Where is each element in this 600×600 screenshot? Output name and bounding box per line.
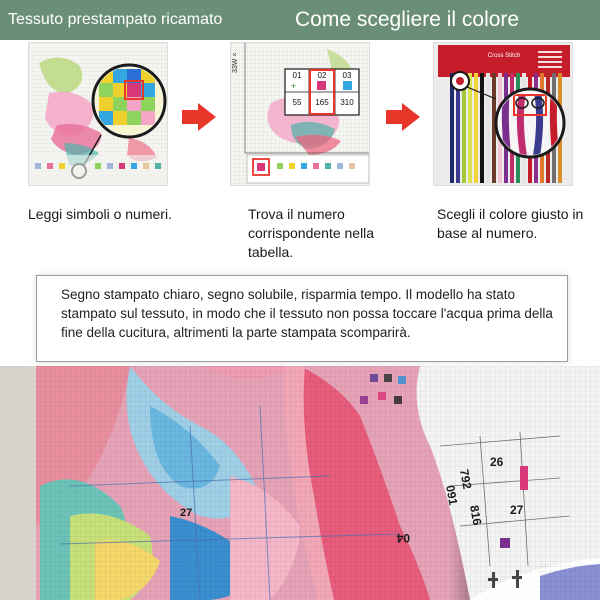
step-2-image: 33W × 01 02 03 + 55 165 310 (230, 42, 370, 186)
thread-card-illustration: Cross Stitch (434, 43, 572, 185)
photo-number: 091 (443, 484, 460, 506)
step-3-caption: Scegli il colore giusto in base al numer… (437, 206, 584, 241)
svg-text:+: + (291, 81, 296, 91)
fabric-closeup-photo: 27 26 792 816 27 04 091 (0, 366, 600, 600)
photo-number: 26 (490, 455, 504, 469)
svg-text:33W ×: 33W × (232, 53, 239, 73)
arrow-right-icon (182, 103, 216, 131)
photo-number: 27 (510, 503, 524, 517)
photo-number: 04 (396, 531, 410, 545)
svg-text:27: 27 (180, 507, 192, 519)
step-1-caption: Leggi simboli o numeri. (28, 206, 172, 222)
header-bar: Tessuto prestampato ricamato Come scegli… (0, 0, 600, 40)
table-number: 03 (343, 71, 352, 80)
symbol-table-illustration: 33W × 01 02 03 + 55 165 310 (231, 43, 369, 185)
notice-text: Segno stampato chiaro, segno solubile, r… (61, 287, 553, 340)
table-number: 165 (315, 98, 329, 107)
table-number: 02 (318, 71, 327, 80)
table-number: 55 (293, 98, 302, 107)
step-1-image (28, 42, 168, 186)
pattern-magnifier-illustration (29, 43, 167, 185)
thread-card-label: Cross Stitch (488, 53, 520, 59)
header-left-title: Tessuto prestampato ricamato (8, 11, 223, 28)
table-number: 310 (340, 98, 354, 107)
printed-fabric-illustration: 27 26 792 816 27 04 091 (0, 366, 600, 600)
table-number: 01 (293, 71, 302, 80)
photo-number: 816 (467, 504, 484, 526)
arrow-right-icon (386, 103, 420, 131)
step-2-caption: Trova il numero corrispondente nella tab… (248, 206, 375, 260)
step-3-image: Cross Stitch (433, 42, 573, 186)
header-right-title: Come scegliere il colore (295, 8, 520, 31)
notice-box: Segno stampato chiaro, segno solubile, r… (36, 275, 568, 362)
